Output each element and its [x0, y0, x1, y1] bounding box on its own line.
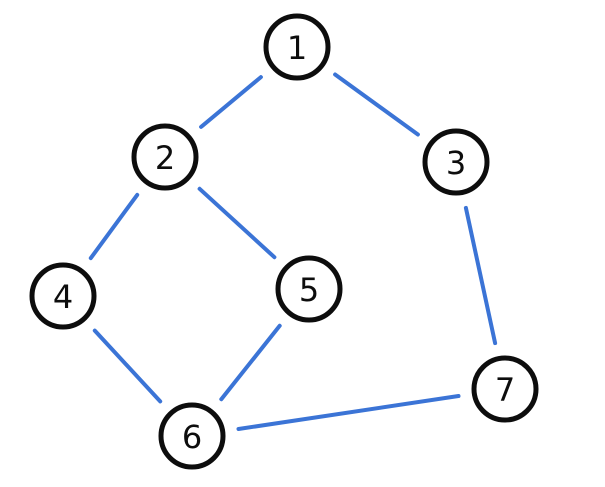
node-label: 4: [53, 278, 73, 316]
edge-1-2: [199, 75, 263, 129]
node-label: 7: [495, 371, 515, 409]
edge-1-3: [333, 72, 420, 137]
node-circle: [158, 402, 226, 470]
node-label: 1: [287, 29, 307, 67]
nodes-layer: 1 2 3 4 5 6 7: [29, 13, 539, 470]
node-label: 2: [155, 139, 175, 177]
node-6: 6: [158, 402, 226, 470]
node-1: 1: [263, 13, 331, 81]
node-label: 3: [446, 144, 466, 182]
node-circle: [471, 355, 539, 423]
edge-5-6: [219, 323, 282, 402]
node-label: 6: [182, 418, 202, 456]
edge-4-6: [92, 328, 163, 404]
edge-3-7: [463, 205, 498, 346]
node-circle: [422, 128, 490, 196]
edges-layer: [88, 72, 498, 431]
edge-2-5: [197, 186, 277, 260]
node-3: 3: [422, 128, 490, 196]
node-circle: [275, 255, 343, 323]
node-4: 4: [29, 262, 97, 330]
node-7: 7: [471, 355, 539, 423]
node-circle: [263, 13, 331, 81]
edge-2-4: [88, 192, 140, 261]
node-circle: [29, 262, 97, 330]
node-circle: [131, 123, 199, 191]
node-label: 5: [299, 271, 319, 309]
edge-6-7: [236, 394, 461, 431]
node-2: 2: [131, 123, 199, 191]
node-5: 5: [275, 255, 343, 323]
